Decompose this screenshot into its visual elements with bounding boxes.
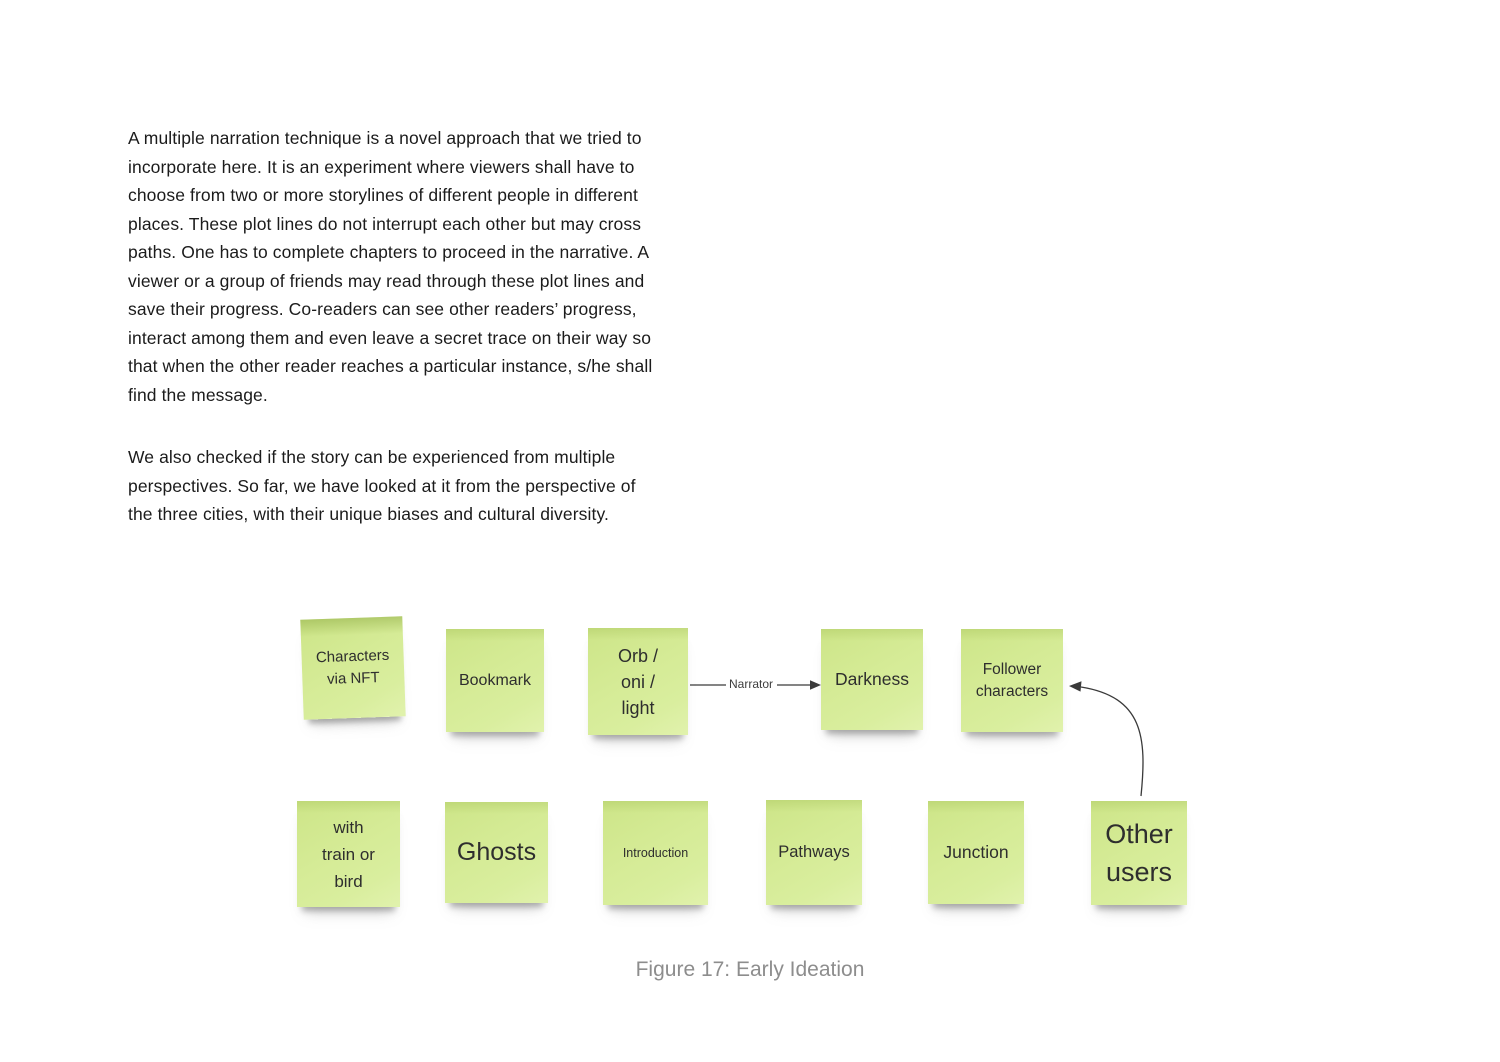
figure-caption: Figure 17: Early Ideation (635, 958, 865, 981)
sticky-note-with-train-or-bird: with train or bird (297, 801, 400, 907)
sticky-note-text: Pathways (778, 843, 850, 861)
sticky-note-text: Ghosts (456, 838, 537, 866)
sticky-note-text: Characters via NFT (315, 646, 390, 688)
sticky-note-text: Introduction (622, 846, 689, 860)
sticky-note-text: Darkness (835, 669, 909, 689)
sticky-note-junction: Junction (928, 801, 1024, 904)
sticky-note-bookmark: Bookmark (446, 629, 544, 732)
sticky-note-text: Orb / oni / light (617, 645, 658, 718)
sticky-note-text: Junction (943, 842, 1009, 862)
sticky-note-follower-characters: Follower characters (961, 629, 1063, 732)
sticky-note-introduction: Introduction (603, 801, 708, 905)
sticky-note-characters-via-nft: Characters via NFT (300, 616, 406, 720)
sticky-note-text: with train or bird (322, 817, 375, 891)
body-text: A multiple narration technique is a nove… (128, 124, 738, 563)
sticky-note-other-users: Other users (1091, 801, 1187, 905)
sticky-note-ghosts: Ghosts (445, 802, 548, 903)
sticky-note-darkness: Darkness (821, 629, 923, 730)
sticky-note-text: Bookmark (458, 671, 532, 689)
paragraph-2: We also checked if the story can be expe… (128, 447, 636, 524)
other-users-to-follower-arrow (1069, 681, 1144, 797)
sticky-note-text: Follower characters (975, 660, 1049, 700)
narrator-connector-label: Narrator (728, 677, 774, 691)
sticky-note-pathways: Pathways (766, 800, 862, 905)
sticky-note-text: Other users (1105, 819, 1173, 887)
paragraph-1: A multiple narration technique is a nove… (128, 128, 653, 405)
sticky-note-orb-oni-light: Orb / oni / light (588, 628, 688, 735)
